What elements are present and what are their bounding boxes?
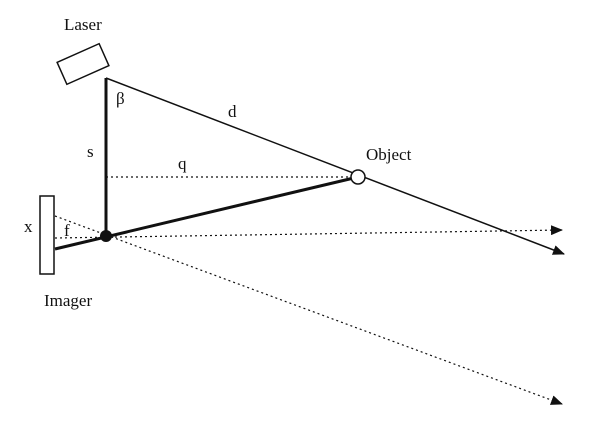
imager-plate: [39, 195, 55, 275]
q-label: q: [178, 154, 187, 173]
x-label: x: [24, 217, 33, 236]
laser-box: [56, 42, 110, 86]
laser-ray: [105, 77, 565, 255]
d-label: d: [228, 102, 237, 121]
laser-label: Laser: [64, 15, 102, 34]
object-marker: [350, 169, 366, 185]
imager-label: Imager: [44, 291, 92, 310]
lower-ray: [54, 215, 563, 405]
object-label: Object: [366, 145, 412, 164]
lens-point: [100, 230, 112, 242]
f-label: f: [64, 221, 70, 240]
s-label: s: [87, 142, 94, 161]
beta-label: β: [116, 89, 125, 108]
